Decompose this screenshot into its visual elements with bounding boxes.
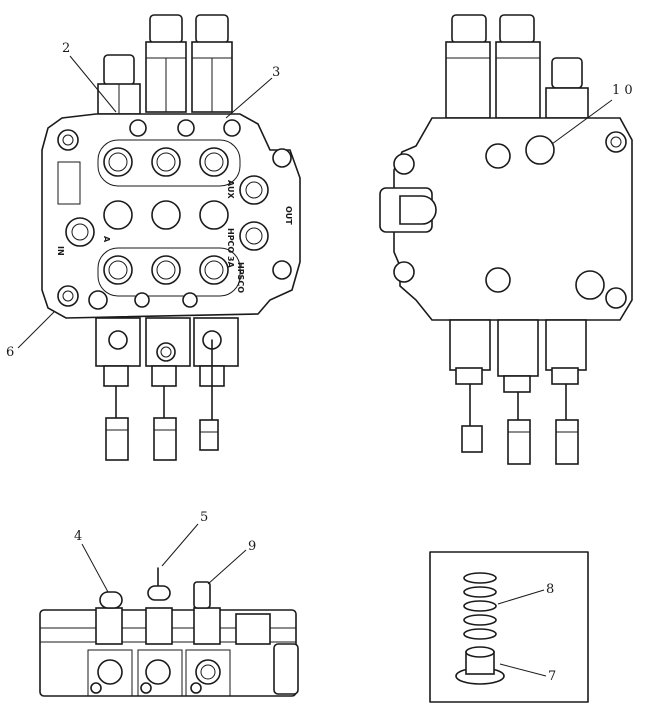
callout-3: 3 <box>272 65 280 80</box>
callout-6: 6 <box>6 345 14 360</box>
actuators-front <box>95 317 239 461</box>
port-grid <box>97 139 269 308</box>
valve-side-view <box>39 567 299 697</box>
callout-9: 9 <box>248 539 256 554</box>
engraving-aux: AUX <box>226 180 235 199</box>
callout-7: 7 <box>548 669 556 684</box>
part-5-knob <box>147 585 171 601</box>
plug-part-7 <box>455 646 505 685</box>
valve-front-view: OUT AUX HPCO 3A HPSCO IN A <box>41 14 301 461</box>
callout-10: 1 0 <box>612 83 633 98</box>
spring-part-8 <box>463 572 497 640</box>
part-9-connector <box>193 581 211 609</box>
engraving-a: A <box>102 236 111 243</box>
engraving-hpsco: HPSCO <box>236 262 245 293</box>
engraving-out: OUT <box>284 206 293 225</box>
solenoid-coils-front <box>97 14 233 115</box>
callouts: 2 3 6 1 0 4 5 9 8 7 <box>6 41 633 684</box>
valve-rear-view <box>379 14 633 465</box>
spring-detail-inset <box>429 551 589 703</box>
solenoid-coils-rear <box>445 14 589 119</box>
callout-8: 8 <box>546 582 554 597</box>
engraving-in: IN <box>56 246 65 256</box>
callout-2: 2 <box>62 41 70 56</box>
engraving-hpco: HPCO 3A <box>226 228 235 269</box>
callout-4: 4 <box>74 529 82 544</box>
callout-5: 5 <box>200 510 208 525</box>
actuators-rear <box>449 319 587 465</box>
part-4-knob <box>99 591 123 609</box>
